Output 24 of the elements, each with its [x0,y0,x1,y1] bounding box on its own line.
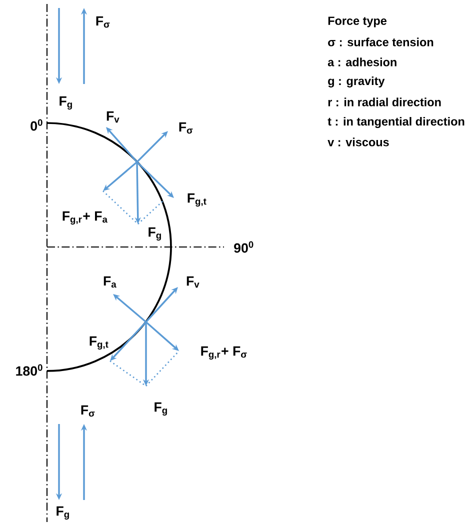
legend-heading: Force type [328,16,387,28]
legend-text: g : gravity [328,76,385,88]
force-label: F$_{σ}$ [179,122,193,134]
force-label: F$_{g,r}$+ F$_{σ}$ [201,346,247,360]
force-label: F$_{σ}$ [81,405,95,417]
force-label: F$_{a}$ [104,276,116,288]
force-label: F$_{v}$ [106,111,120,123]
force-label: F$_{g}$ [60,96,72,110]
legend-text: v : viscous [328,138,389,146]
force-label: F$_{g}$ [154,402,167,416]
angle-label: 180$^{0}$ [16,364,42,376]
force-label: F$_{v}$ [186,276,200,288]
force-label: F$_{g,r}$+ F$_{a}$ [62,211,108,225]
force-label: F$_{g,t}$ [188,193,206,207]
force-label: F$_{σ}$ [96,16,110,28]
force-label: F$_{g,t}$ [90,336,108,350]
legend-text: a : adhesion [328,58,396,66]
legend-text: t : in tangential direction [328,117,464,128]
angle-label: 0$^{0}$ [30,119,42,131]
angle-label: 90$^{0}$ [234,241,254,253]
legend-text: r : in radial direction [328,98,441,106]
legend-text: σ : surface tension [328,38,434,46]
force-label: F$_{g}$ [56,506,69,520]
force-label: F$_{g}$ [148,227,161,241]
